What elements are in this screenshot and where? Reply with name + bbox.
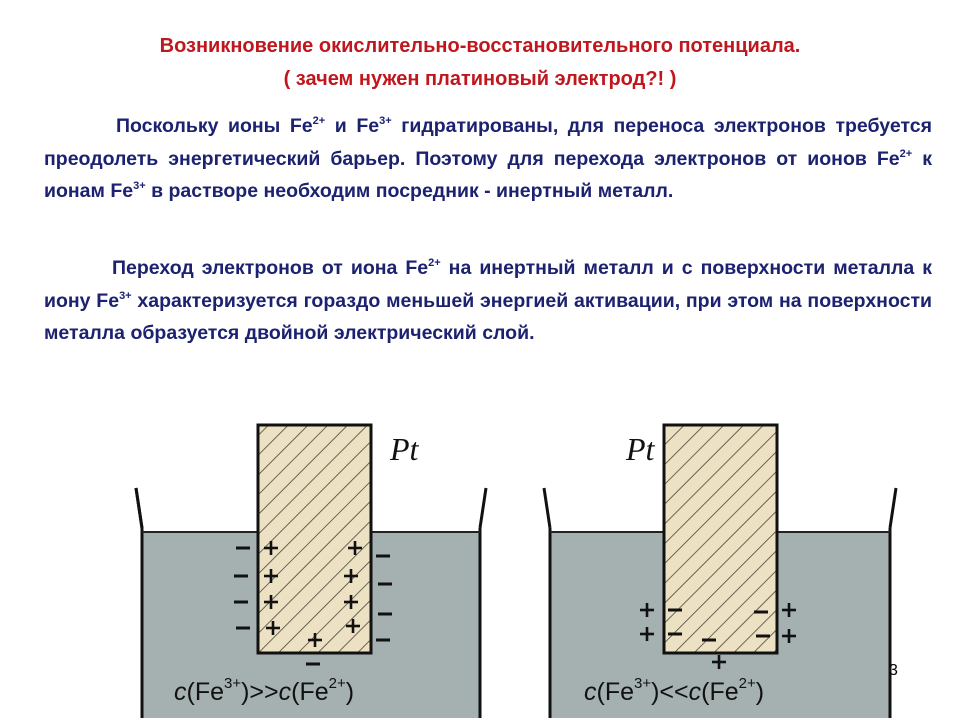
right-pt-electrode [662,423,779,655]
paragraph-1-text: гидратированы, для переноса электронов т… [44,115,932,170]
slide-title: Возникновение окислительно-восстановител… [0,30,960,96]
left-electrode-label: Pt [389,431,420,467]
right-outer-plus-signs [640,603,796,643]
right-beaker-lip-right [888,487,898,529]
title-line-2: ( зачем нужен платиновый электрод?! ) [283,68,677,90]
charge-superscript: 2+ [899,147,913,160]
paragraph-2-text: характеризуется гораздо меньшей энергией… [44,289,932,345]
paragraph-1: Поскольку ионы Fe2+ и Fe3+ гидратированы… [44,110,932,208]
right-inner-minus-signs [668,608,770,642]
left-concentration-formula: c(Fe3+)>>c(Fe2+) [174,675,354,706]
right-bottom-plus-sign [712,655,726,669]
right-electrode-label: Pt [625,431,656,467]
right-beaker-lip-left [542,487,552,529]
paragraph-1-text: к ионам Fe [44,147,932,203]
paragraph-2: Переход электронов от иона Fe2+ на инерт… [44,252,932,350]
right-diagram: Pt c(Fe3+)<<c(Fe2+) [542,423,898,718]
paragraph-1-text: в растворе необходим посредник - инертны… [145,180,674,202]
charge-superscript: 2+ [428,257,441,269]
charge-superscript: 3+ [119,289,132,302]
paragraph-2-text: Переход электронов от иона Fe [112,257,429,279]
paragraph-2-text: на инертный металл и с поверхности метал… [44,257,932,312]
paragraph-1-text: и Fe [325,115,380,137]
left-beaker-lip-right [478,487,488,529]
left-diagram: Pt c(Fe3+)>>c(Fe2+) [134,423,488,718]
left-pt-electrode [256,423,373,655]
paragraph-1-text: Поскольку ионы Fe [116,115,313,137]
right-concentration-formula: c(Fe3+)<<c(Fe2+) [584,675,764,706]
page-number: 3 [889,662,898,679]
left-beaker-lip-left [134,487,144,529]
left-outer-minus-signs [234,546,392,666]
title-line-1: Возникновение окислительно-восстановител… [159,35,801,57]
charge-superscript: 3+ [133,180,146,192]
charge-superscript: 2+ [312,115,326,127]
left-inner-plus-signs [264,541,362,647]
charge-superscript: 3+ [379,115,392,127]
